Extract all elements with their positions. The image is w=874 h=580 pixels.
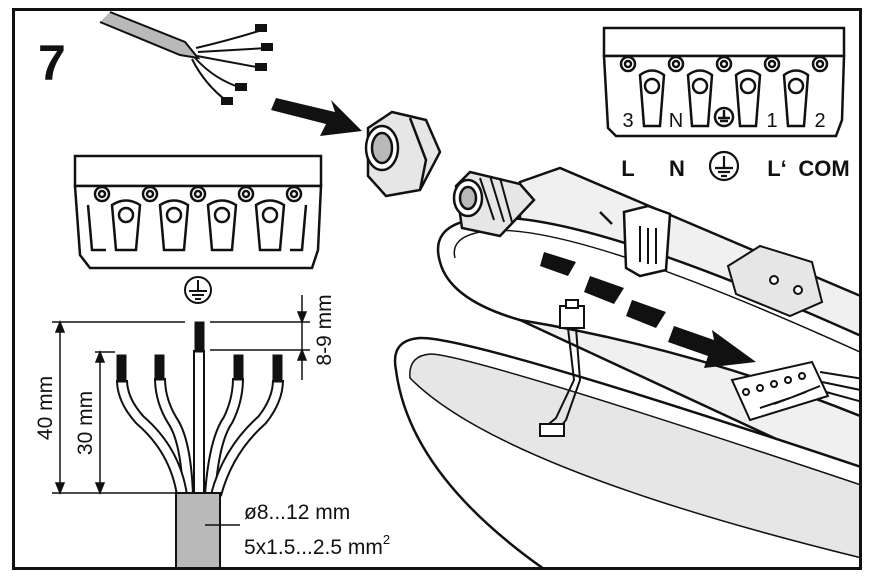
strip-length-label: 8-9 mm	[313, 294, 336, 365]
terminal-label-com: COM	[798, 156, 849, 181]
connector-plug-icon	[539, 299, 585, 437]
internal-direction-arrow-icon	[540, 252, 756, 368]
terminal-number-1: 1	[766, 110, 777, 132]
housing-clip-icon	[622, 204, 672, 278]
ground-symbol-icon	[184, 276, 212, 304]
insert-arrow-icon	[271, 98, 362, 136]
diagram-frame	[12, 8, 862, 570]
mounting-bracket-icon	[726, 244, 824, 318]
length-40mm-label: 40 mm	[34, 376, 57, 440]
terminal-block-right	[602, 26, 846, 138]
cable-cross-section-label: 5x1.5...2.5 mm2	[244, 532, 390, 559]
cable-diameter-label: ø8...12 mm	[244, 501, 350, 524]
terminal-number-n: N	[669, 110, 683, 132]
dimension-lines	[52, 295, 310, 496]
incoming-cable	[99, 11, 273, 105]
length-30mm-label: 30 mm	[74, 391, 97, 455]
terminal-label-ground-icon	[708, 150, 740, 182]
terminal-number-3: 3	[622, 110, 633, 132]
terminal-block-left	[73, 154, 323, 270]
cable-gland-icon	[452, 170, 536, 238]
cable-sheath	[175, 492, 240, 567]
stripped-wires	[116, 321, 284, 497]
terminal-label-n: N	[669, 156, 685, 181]
terminal-label-l-prime: L‘	[767, 156, 787, 181]
terminal-number-2: 2	[814, 110, 825, 132]
terminal-label-l: L	[621, 156, 634, 181]
gland-nut-icon	[364, 110, 442, 198]
step-number: 7	[38, 35, 66, 91]
internal-terminal-strip	[730, 360, 859, 422]
